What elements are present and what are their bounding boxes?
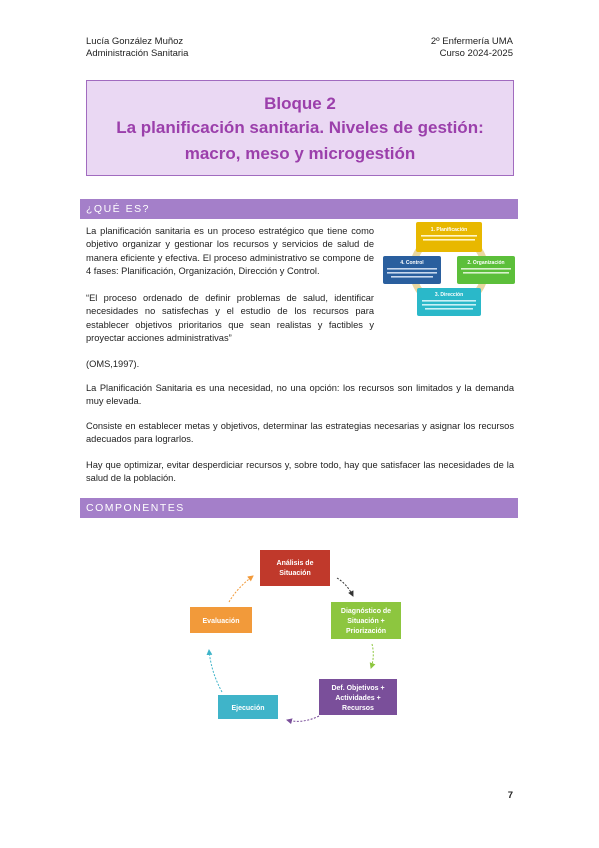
- node-analisis-line-2: Situación: [279, 570, 311, 577]
- phase-3-label: 3. Dirección: [435, 292, 463, 298]
- header-right: 2º Enfermería UMA Curso 2024-2025: [431, 36, 513, 60]
- paragraph-quote: “El proceso ordenado de definir problema…: [86, 293, 374, 344]
- phase-2-label: 2. Organización: [467, 260, 504, 266]
- academic-year: Curso 2024-2025: [439, 48, 513, 59]
- node-diagnostico-line-1: Diagnóstico de: [341, 608, 391, 615]
- phase-4-label: 4. Control: [400, 260, 424, 266]
- paragraph-optimize: Hay que optimizar, evitar desperdiciar r…: [86, 460, 514, 484]
- author-name: Lucía González Muñoz: [86, 36, 184, 47]
- node-diagnostico-line-3: Priorización: [346, 628, 386, 635]
- paragraph-necessity: La Planificación Sanitaria es una necesi…: [86, 383, 514, 407]
- header-left: Lucía González Muñoz Administración Sani…: [86, 36, 188, 60]
- phase-4-box: 4. Control: [383, 256, 441, 284]
- section-header-que-es: ¿QUÉ ES?: [80, 199, 518, 219]
- arrow-diagnostico-to-definicion: [369, 643, 376, 669]
- phase-1-box: 1. Planificación: [416, 222, 482, 252]
- phases-diagram: 1. Planificación 2. Organización 3. Dire…: [383, 222, 515, 316]
- node-evaluacion: Evaluación: [190, 607, 252, 633]
- course-name: Administración Sanitaria: [86, 48, 189, 59]
- node-diagnostico-line-2: Situación +: [347, 618, 385, 625]
- node-ejecucion-label: Ejecución: [231, 705, 264, 712]
- arrow-evaluacion-to-analisis: [228, 575, 254, 603]
- program-name: 2º Enfermería UMA: [430, 36, 513, 47]
- section-header-componentes: COMPONENTES: [80, 498, 518, 518]
- page-number: 7: [507, 790, 513, 801]
- node-definicion: Def. Objetivos + Actividades + Recursos: [319, 679, 397, 715]
- paragraph-definition: La planificación sanitaria es un proceso…: [86, 226, 374, 277]
- phase-2-box: 2. Organización: [457, 256, 515, 284]
- node-definicion-line-3: Recursos: [342, 705, 374, 712]
- title-line-2: La planificación sanitaria. Niveles de g…: [116, 118, 484, 137]
- title-box: Bloque 2 La planificación sanitaria. Niv…: [86, 80, 514, 176]
- node-definicion-line-1: Def. Objetivos +: [331, 685, 384, 692]
- arrow-definicion-to-ejecucion: [286, 715, 320, 725]
- node-diagnostico: Diagnóstico de Situación + Priorización: [331, 602, 401, 639]
- paragraph-goals: Consiste en establecer metas y objetivos…: [86, 421, 514, 445]
- node-analisis-line-1: Análisis de: [277, 560, 314, 567]
- arrow-ejecucion-to-evaluacion: [206, 649, 223, 693]
- title-line-1: Bloque 2: [264, 94, 336, 113]
- node-definicion-line-2: Actividades +: [335, 695, 380, 702]
- arrow-analisis-to-diagnostico: [336, 577, 354, 597]
- phase-3-box: 3. Dirección: [417, 288, 481, 316]
- node-analisis: Análisis de Situación: [260, 550, 330, 586]
- components-cycle-diagram: Análisis de Situación Diagnóstico de Sit…: [190, 550, 401, 725]
- node-ejecucion: Ejecución: [218, 695, 278, 719]
- title-line-3: macro, meso y microgestión: [184, 144, 416, 163]
- node-evaluacion-label: Evaluación: [203, 618, 240, 625]
- paragraph-citation: (OMS,1997).: [86, 359, 140, 369]
- phase-1-label: 1. Planificación: [431, 227, 467, 233]
